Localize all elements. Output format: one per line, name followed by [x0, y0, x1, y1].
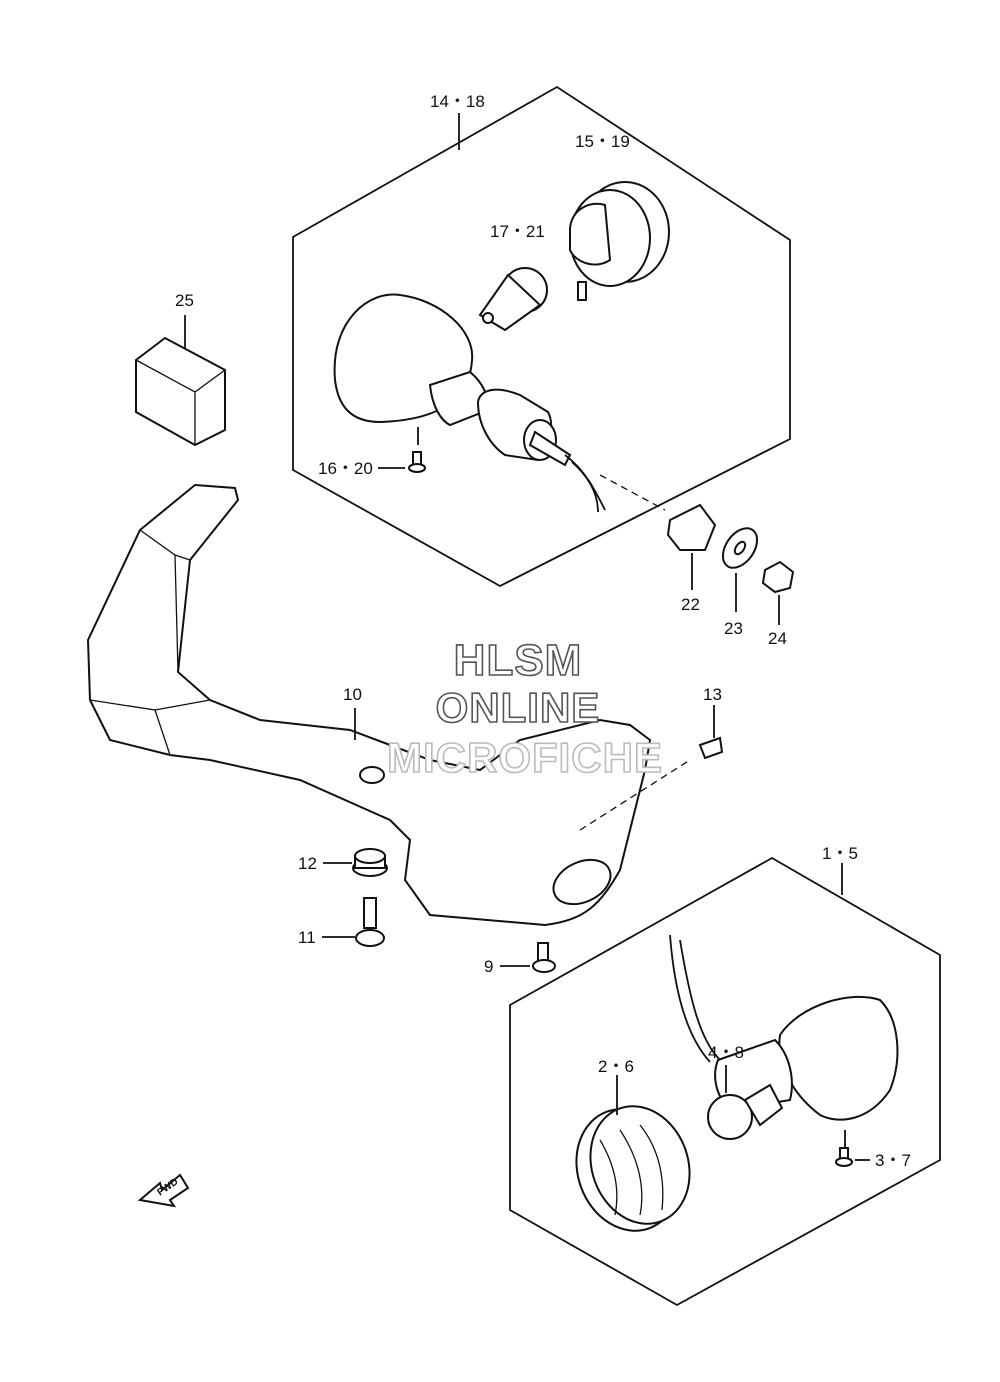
- watermark-line-2: ONLINE: [436, 684, 601, 731]
- label-2-6: 2・6: [598, 1057, 634, 1076]
- label-1-5: 1・5: [822, 844, 858, 863]
- label-15-19: 15・19: [575, 132, 630, 151]
- screw-13: [698, 705, 724, 760]
- relay-25: [135, 315, 226, 447]
- fwd-arrow-icon: FWD: [137, 1173, 190, 1208]
- watermark-line-1: HLSM: [454, 636, 583, 685]
- part-labels: 14・18 15・19 17・21 25 16・20 22 23 24 10 1…: [175, 92, 911, 1170]
- bracket-10: [86, 483, 691, 927]
- label-17-21: 17・21: [490, 222, 545, 241]
- label-23: 23: [724, 619, 743, 638]
- grommet-12: [323, 848, 388, 877]
- label-4-8: 4・8: [708, 1043, 744, 1062]
- screw-upper: [378, 427, 426, 473]
- label-13: 13: [703, 685, 722, 704]
- bolt-9: [500, 942, 556, 973]
- lens-lower: [575, 1075, 691, 1232]
- label-3-7: 3・7: [875, 1151, 911, 1170]
- front-turn-signal-assembly: [292, 85, 791, 588]
- watermark-line-3: MICROFICHE: [387, 734, 663, 781]
- bolt-11: [322, 897, 385, 947]
- label-10: 10: [343, 685, 362, 704]
- label-16-20: 16・20: [318, 459, 373, 478]
- watermark: HLSM ONLINE MICROFICHE: [386, 635, 663, 782]
- label-9: 9: [484, 957, 493, 976]
- nut-washer-group: [599, 474, 795, 625]
- label-12: 12: [298, 854, 317, 873]
- label-22: 22: [681, 595, 700, 614]
- bulb-lower: [707, 1065, 784, 1140]
- socket-upper: [569, 181, 670, 301]
- label-24: 24: [768, 629, 787, 648]
- label-11: 11: [298, 928, 316, 947]
- screw-lower: [835, 1130, 870, 1167]
- label-25: 25: [175, 291, 194, 310]
- rear-turn-signal-assembly: [509, 856, 941, 1307]
- label-14-18: 14・18: [430, 92, 485, 111]
- bulb-upper: [478, 267, 548, 332]
